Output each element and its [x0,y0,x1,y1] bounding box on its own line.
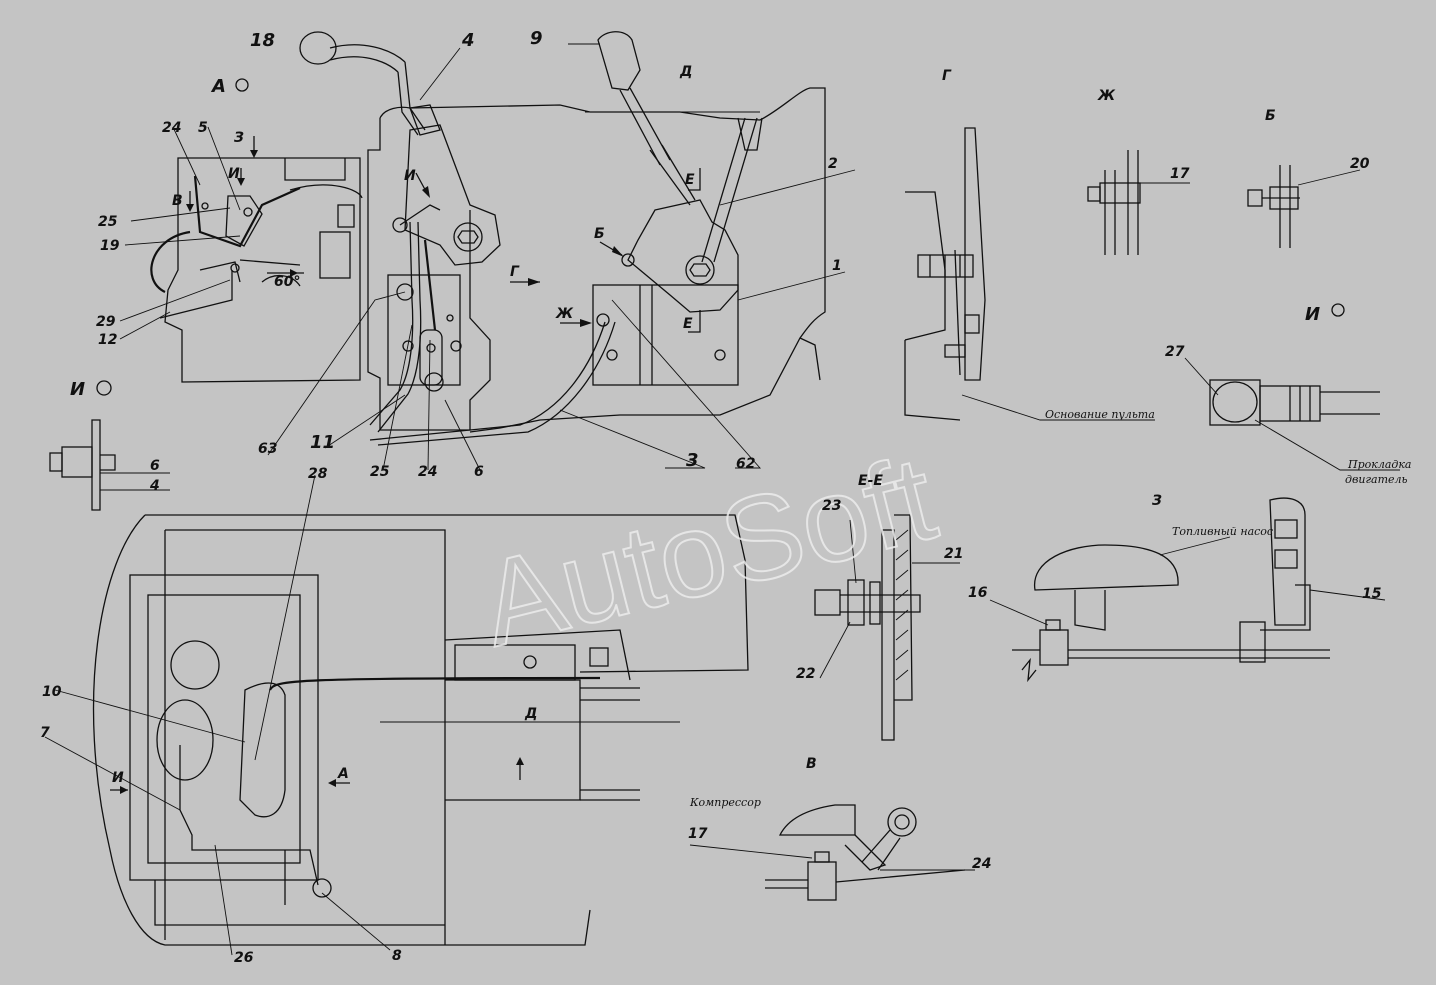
view-zh-detail [1087,150,1190,255]
cab-plan-view [44,474,749,956]
callout-numbers: 18 4 9 2 1 24 5 25 19 29 12 6 4 63 11 25… [40,28,1382,966]
arrow-label-z: З [234,130,244,146]
callout-22: 22 [796,666,815,682]
view-label-v: В [806,756,817,772]
callout-6-left: 6 [150,458,160,474]
arrow-label-g: Г [510,264,520,280]
view-v-detail [689,804,975,901]
notes: Основание пульта Прокладка двигатель Топ… [689,408,1412,809]
callout-12: 12 [98,332,117,348]
callout-9: 9 [530,28,543,49]
callout-2: 2 [828,156,838,172]
callout-25-mid: 25 [370,464,390,480]
note-panel-base: Основание пульта [1045,408,1155,421]
callout-63: 63 [258,441,277,457]
callout-1: 1 [832,258,842,274]
view-label-zh: Ж [1097,88,1116,104]
angle-label: 60° [274,274,300,290]
callout-29: 29 [96,314,116,330]
arrow-label-e-bottom: Е [683,316,693,332]
callout-10: 10 [42,684,62,700]
callout-24-left: 24 [162,120,181,136]
arrow-label-i-bottom: И [112,770,124,786]
view-label-z: З [1152,493,1162,509]
section-label-ee: Е-Е [858,473,883,489]
callout-18: 18 [250,30,275,51]
view-a-detail [119,126,363,383]
view-g-detail [904,127,1155,421]
rotation-icon [96,380,112,396]
callout-7: 7 [40,725,50,741]
view-i-right-detail [1184,357,1400,471]
callout-20: 20 [1350,156,1370,172]
view-label-d: Д [679,64,692,80]
callout-6-mid: 6 [474,464,484,480]
callout-24-mid: 24 [418,464,437,480]
arrow-label-d-bottom: Д [524,706,537,722]
view-label-a: А [210,76,226,97]
watermark: AutoSoft [468,431,947,672]
callout-23: 23 [822,498,841,514]
callout-26: 26 [234,950,254,966]
note-compressor: Компрессор [689,796,761,809]
callout-8: 8 [392,948,402,964]
view-i-left-detail [49,419,170,511]
rotation-icon [235,78,249,92]
callout-3: 3 [686,450,699,471]
arrow-label-zh: Ж [555,306,574,322]
view-label-g: Г [942,68,952,84]
view-label-b: Б [1265,108,1276,124]
callout-62: 62 [736,456,755,472]
callout-11: 11 [310,432,335,453]
view-label-i-left: И [70,379,85,400]
callout-5: 5 [198,120,208,136]
callout-21: 21 [944,546,963,562]
central-lever-assembly [267,31,856,471]
section-ee-detail [814,514,960,741]
view-z-detail [989,497,1386,683]
callout-25-left: 25 [98,214,118,230]
arrow-label-i-mid: И [404,168,416,184]
callout-4-top: 4 [461,30,475,51]
arrow-label-e-top: Е [685,172,695,188]
arrow-label-a-bottom: А [337,766,349,782]
note-engine: двигатель [1345,473,1408,486]
arrow-label-b: Б [594,226,605,242]
callout-4-left: 4 [149,478,160,494]
note-fuel-pump: Топливный насос [1172,525,1273,538]
rotation-icon [1331,303,1345,317]
callout-24-bottom: 24 [972,856,991,872]
callout-19: 19 [100,238,120,254]
arrow-label-v: В [172,193,183,209]
callout-27: 27 [1165,344,1185,360]
callout-17-top: 17 [1170,166,1190,182]
callout-15: 15 [1362,586,1382,602]
note-gasket: Прокладка [1347,458,1412,471]
callout-17-bottom: 17 [688,826,708,842]
view-letters: А Д Г Ж Б И И З В Е-Е З И В И Г Б Ж Е Е … [70,64,1345,786]
arrow-label-i: И [228,166,240,182]
callout-28: 28 [308,466,328,482]
view-b-detail [1247,165,1361,248]
callout-16: 16 [968,585,988,601]
view-label-i-right: И [1305,304,1320,325]
